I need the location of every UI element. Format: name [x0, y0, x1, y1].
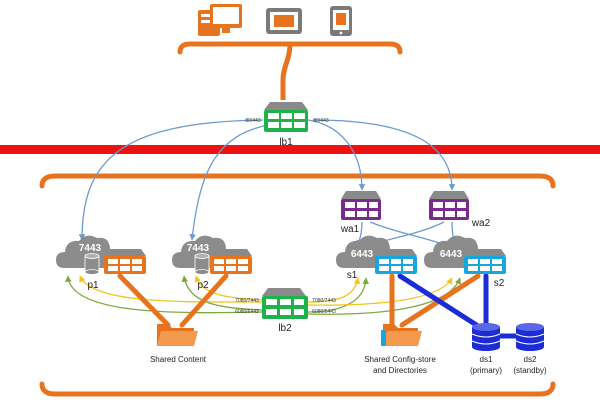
s1-port: 6443 — [351, 249, 374, 260]
shared-config-folder-icon — [381, 324, 422, 346]
internal-network-bracket-top — [39, 173, 556, 189]
p1-to-shared-content-line — [117, 273, 171, 328]
lb2-node: lb2 7080/7443 6080/6443 7080/7443 6080/6… — [235, 288, 336, 334]
s1-label: s1 — [347, 270, 358, 281]
clients-group — [177, 4, 403, 100]
p1-cloud-icon — [56, 235, 118, 268]
wa1-node: wa1 — [340, 191, 381, 235]
p1-node: 7443 p1 — [56, 235, 146, 291]
tablet-icon — [266, 8, 302, 34]
p1-label: p1 — [87, 280, 99, 291]
ds2-database-icon — [515, 323, 545, 351]
shared-config-node: Shared Config-store and Directories — [364, 324, 436, 375]
ds2-node: ds2 (standby) — [513, 323, 547, 375]
s2-label: s2 — [494, 278, 505, 289]
p2-node: 7443 p2 — [172, 235, 252, 291]
ds1-database-icon — [471, 323, 501, 351]
lb1-to-wa2-line — [312, 119, 456, 191]
ds1-label: ds1 — [480, 355, 493, 364]
lb1-label: lb1 — [279, 137, 293, 148]
s1-node: 6443 s1 — [336, 235, 417, 281]
ds2-role: (standby) — [513, 366, 547, 375]
lb1-to-p1-line — [78, 119, 264, 241]
shared-config-label-line2: and Directories — [373, 366, 427, 375]
lb1-port-left: 80/443 — [245, 118, 261, 124]
p2-database-icon — [194, 253, 210, 275]
clients-to-lb1-line — [280, 43, 293, 100]
shared-content-label: Shared Content — [150, 355, 207, 364]
p2-to-shared-content-line — [179, 273, 229, 328]
lb2-label: lb2 — [278, 323, 292, 334]
lb1-to-p2-line — [189, 124, 269, 241]
lb2-port-left-top: 7080/7443 — [235, 298, 259, 304]
s1-to-ds1-line — [397, 273, 481, 329]
internal-network-bracket-bottom — [39, 381, 556, 397]
p2-server-body — [210, 256, 252, 274]
ds2-label: ds2 — [524, 355, 537, 364]
s1-server-body — [375, 256, 417, 274]
ds1-node: ds1 (primary) — [470, 323, 502, 375]
desktop-computer-icon — [198, 4, 242, 36]
p2-label: p2 — [197, 280, 209, 291]
p2-port: 7443 — [187, 243, 210, 254]
lb2-to-p2-line-green — [181, 275, 263, 311]
p1-server-body — [104, 256, 146, 274]
lb2-to-s2-line-yellow — [307, 277, 453, 306]
s2-port: 6443 — [440, 249, 463, 260]
lb1-port-right: 80/443 — [313, 118, 329, 124]
lb2-top — [262, 288, 306, 296]
lb2-port-right-bottom: 6080/6443 — [312, 309, 336, 315]
lb2-port-right-top: 7080/7443 — [312, 298, 336, 304]
p1-database-icon — [84, 253, 100, 275]
lb1-top — [264, 102, 308, 110]
lb2-to-s1-line-yellow — [307, 277, 361, 303]
lb2-port-left-bottom: 6080/6443 — [235, 309, 259, 315]
mobile-phone-icon — [330, 6, 352, 36]
s2-node: 6443 s2 — [424, 235, 506, 289]
folder-icon — [157, 324, 198, 346]
lb1-connections — [78, 119, 457, 248]
lb2-to-p2-line-yellow — [194, 275, 263, 301]
lb2-to-p1-line-green — [65, 275, 263, 314]
lb2-to-s1-line-green — [307, 277, 369, 313]
ds1-role: (primary) — [470, 366, 502, 375]
wa2-label: wa2 — [471, 218, 491, 229]
s2-server-body — [464, 256, 506, 274]
shared-content-node: Shared Content — [150, 324, 207, 364]
firewall-bar — [0, 145, 600, 154]
lb2-to-s2-line-green — [307, 277, 462, 315]
lb1-node: lb1 80/443 80/443 — [245, 102, 329, 148]
wa1-label: wa1 — [340, 224, 360, 235]
p1-port: 7443 — [79, 243, 102, 254]
wa2-node: wa2 — [429, 191, 491, 229]
shared-config-label-line1: Shared Config-store — [364, 355, 436, 364]
lb1-to-wa1-line — [307, 119, 366, 191]
